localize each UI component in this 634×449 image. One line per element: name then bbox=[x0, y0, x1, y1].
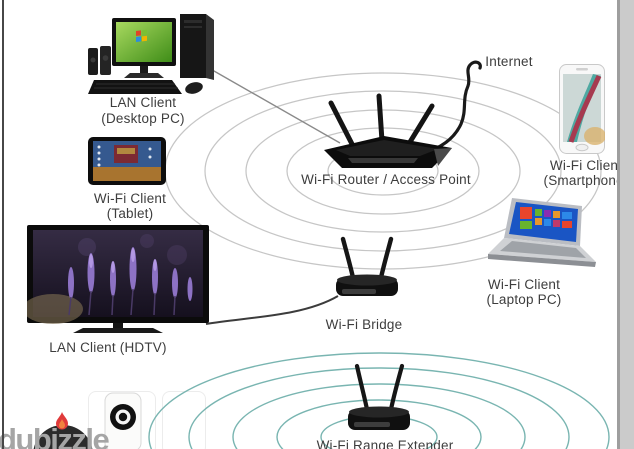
flame-icon bbox=[56, 412, 68, 430]
router-antennas bbox=[328, 93, 435, 147]
hdtv-label: LAN Client (HDTV) bbox=[49, 340, 167, 355]
desktop-label-line1: LAN Client bbox=[109, 95, 177, 110]
laptop-image bbox=[488, 198, 596, 267]
smartphone-label-line2: (Smartphone) bbox=[543, 173, 629, 188]
home-button bbox=[575, 143, 589, 152]
mouse bbox=[185, 82, 203, 94]
desktop-pc-image bbox=[88, 14, 214, 94]
extender-signal-rings bbox=[148, 352, 610, 449]
keyboard bbox=[88, 80, 182, 94]
desktop-router-wire bbox=[206, 66, 341, 144]
router-label: Wi-Fi Router / Access Point bbox=[301, 172, 471, 187]
laptop-label-line2: (Laptop PC) bbox=[486, 292, 562, 307]
laptop-label-line1: Wi-Fi Client bbox=[487, 277, 561, 292]
windows-tiles bbox=[520, 207, 572, 229]
dubizzle-watermark: dubizzle bbox=[0, 422, 110, 449]
tablet-image bbox=[88, 137, 166, 185]
tablet-label-line1: Wi-Fi Client bbox=[93, 191, 167, 206]
wifi-range-extender-image bbox=[348, 363, 410, 430]
desktop-label-line2: (Desktop PC) bbox=[101, 111, 185, 126]
hdtv-image bbox=[27, 225, 209, 333]
tablet-label-line2: (Tablet) bbox=[106, 206, 154, 221]
extender-label: Wi-Fi Range Extender bbox=[316, 438, 454, 449]
router-image bbox=[324, 93, 452, 168]
hdtv-bridge-wire bbox=[205, 295, 339, 325]
right-gray-band bbox=[620, 0, 634, 449]
bridge-label: Wi-Fi Bridge bbox=[325, 317, 403, 332]
right-edge-line bbox=[617, 0, 620, 449]
smartphone-label-line1: Wi-Fi Client bbox=[549, 158, 623, 173]
wifi-bridge-image bbox=[336, 236, 398, 296]
product-card bbox=[162, 391, 206, 449]
internet-cable bbox=[422, 60, 482, 155]
earpiece bbox=[576, 68, 588, 71]
ip-camera-image bbox=[104, 392, 142, 449]
left-border-line bbox=[2, 0, 4, 449]
internet-label: Internet bbox=[485, 54, 533, 69]
tower bbox=[180, 14, 206, 78]
smartphone-image bbox=[559, 64, 605, 154]
